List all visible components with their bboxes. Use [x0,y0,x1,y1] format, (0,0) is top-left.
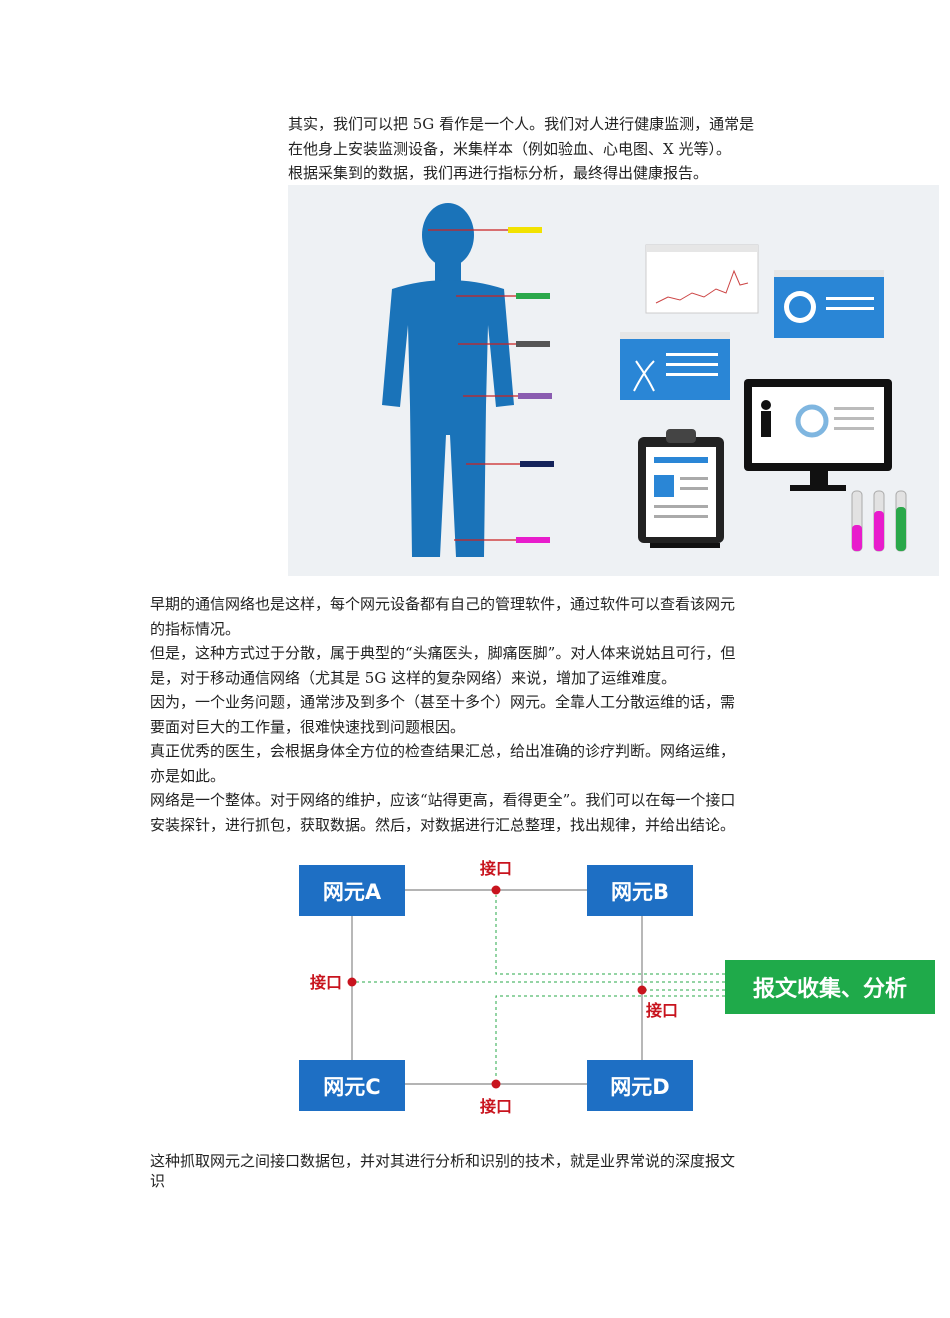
node-a: 网元A [299,865,405,916]
svg-text:报文收集、分析: 报文收集、分析 [753,976,907,1002]
text-line: 安装探针，进行抓包，获取数据。然后，对数据进行汇总整理，找出规律，并给出结论。 [150,815,736,834]
interface-bd: 接口 [637,985,678,1020]
text-line: 真正优秀的医生，会根据身体全方位的检查结果汇总，给出准确的诊疗判断。网络运维， [150,742,736,760]
text-line: 其实，我们可以把 5G 看作是一个人。我们对人进行健康监测，通常是 [288,115,755,133]
text-line: 在他身上安装监测设备，米集样本（例如验血、心电图、X 光等）。 [288,139,731,158]
svg-text:接口: 接口 [480,859,512,878]
node-c: 网元C [299,1060,405,1111]
closing-paragraph: 这种抓取网元之间接口数据包，并对其进行分析和识别的技术，就是业界常说的深度报文 … [150,1151,735,1191]
human-body-silhouette [382,203,514,557]
probe-paths [356,895,725,1078]
svg-text:接口: 接口 [480,1097,512,1116]
node-d: 网元D [587,1060,693,1111]
collector-box: 报文收集、分析 [725,960,935,1014]
svg-text:接口: 接口 [646,1001,678,1020]
svg-text:网元B: 网元B [611,880,669,904]
text-line: 要面对巨大的工作量，很难快速找到问题根因。 [150,717,466,736]
text-line: 这种抓取网元之间接口数据包，并对其进行分析和识别的技术，就是业界常说的深度报文 [150,1152,736,1170]
dna-panel [620,332,730,400]
sensor-leads [428,229,520,541]
text-line: 根据采集到的数据，我们再进行指标分析，最终得出健康报告。 [288,164,709,182]
svg-text:网元C: 网元C [323,1075,380,1099]
sensor-tag-magenta [516,537,550,543]
svg-text:网元D: 网元D [610,1075,669,1099]
svg-text:接口: 接口 [310,973,342,992]
sensor-tag-navy [520,461,554,467]
svg-text:网元A: 网元A [323,880,382,904]
text-line: 是，对于移动通信网络（尤其是 5G 这样的复杂网络）来说，增加了运维难度。 [150,668,677,687]
health-monitoring-illustration [288,185,939,576]
interface-ab: 接口 [480,859,512,895]
ecg-chart-panel [645,244,759,314]
sensor-tag-purple [518,393,552,399]
text-line: 但是，这种方式过于分散，属于典型的“头痛医头，脚痛医脚”。对人体来说姑且可行，但 [150,644,736,662]
text-line: 网络是一个整体。对于网络的维护，应该“站得更高，看得更全”。我们可以在每一个接口 [150,791,736,809]
monitor-icon [744,379,892,491]
sensor-tag-yellow [508,227,542,233]
clipboard-icon [638,429,724,548]
sensor-tag-green [516,293,550,299]
text-line: 的指标情况。 [150,619,241,638]
intro-paragraph: 其实，我们可以把 5G 看作是一个人。我们对人进行健康监测，通常是 在他身上安装… [288,112,754,186]
text-line: 早期的通信网络也是这样，每个网元设备都有自己的管理软件，通过软件可以查看该网元 [150,595,736,613]
text-line: 因为，一个业务问题，通常涉及到多个（甚至十多个）网元。全靠人工分散运维的话，需 [150,693,736,711]
text-line: 识 [150,1172,166,1190]
node-b: 网元B [587,865,693,916]
interface-cd: 接口 [480,1079,512,1116]
network-links [351,889,643,1085]
test-tubes-icon [851,490,907,552]
interface-ac: 接口 [310,973,357,992]
sensor-tag-gray [516,341,550,347]
text-line: 亦是如此。 [150,766,226,785]
clock-panel [774,270,884,338]
body-paragraph: 早期的通信网络也是这样，每个网元设备都有自己的管理软件，通过软件可以查看该网元 … [150,592,735,837]
network-diagram: 网元A 网元B 网元C 网元D 接口 接口 接口 接口 报文收集、分析 [299,859,935,1116]
